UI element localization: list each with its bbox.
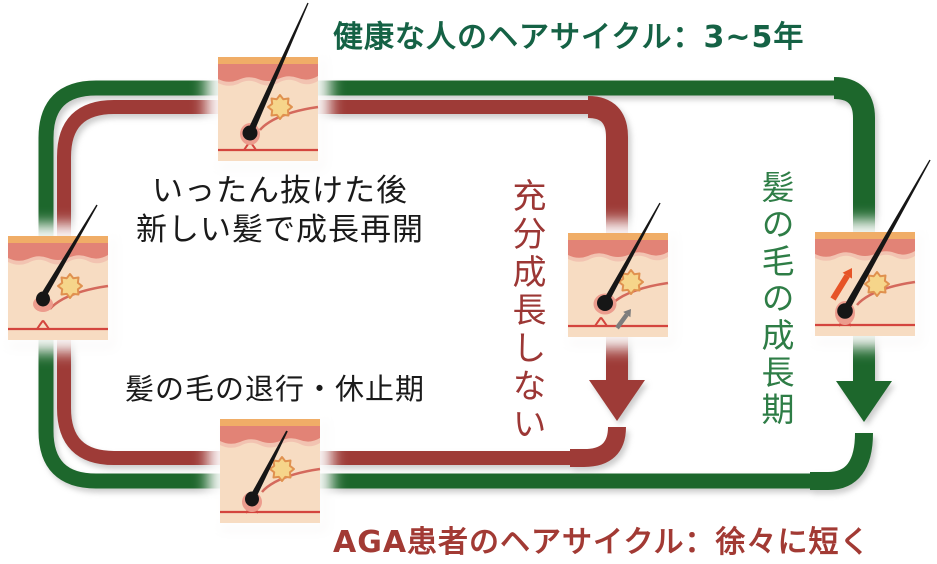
- growth-phase-label: 髪の毛の成長期: [756, 170, 795, 429]
- resting-phase-label: 髪の毛の退行・休止期: [124, 372, 425, 406]
- hair-follicle-shed-icon: [6, 204, 110, 342]
- hair-follicle-resting-icon: [218, 417, 322, 525]
- red-arrow-down-icon: [589, 380, 645, 421]
- orange-arrow-up-icon: [830, 268, 852, 301]
- no-growth-label: 充分成長しない: [506, 178, 546, 444]
- green-arrow-down-icon: [836, 381, 892, 422]
- regrowth-label-line1: いったん抜けた後: [152, 173, 408, 209]
- gray-arrow-up-icon: [615, 309, 631, 330]
- aga-cycle-title: AGA患者のヘアサイクル：徐々に短く: [333, 525, 871, 560]
- hair-follicle-stunted-icon: [566, 202, 670, 339]
- healthy-cycle-title: 健康な人のヘアサイクル：3~5年: [333, 20, 805, 55]
- regrowth-label-line2: 新しい髪で成長再開: [136, 212, 424, 248]
- hair-follicle-regrowth-icon: [216, 2, 320, 163]
- hair-follicle-growing-icon: [813, 159, 931, 338]
- regrowth-label: いったん抜けた後 新しい髪で成長再開: [110, 172, 450, 250]
